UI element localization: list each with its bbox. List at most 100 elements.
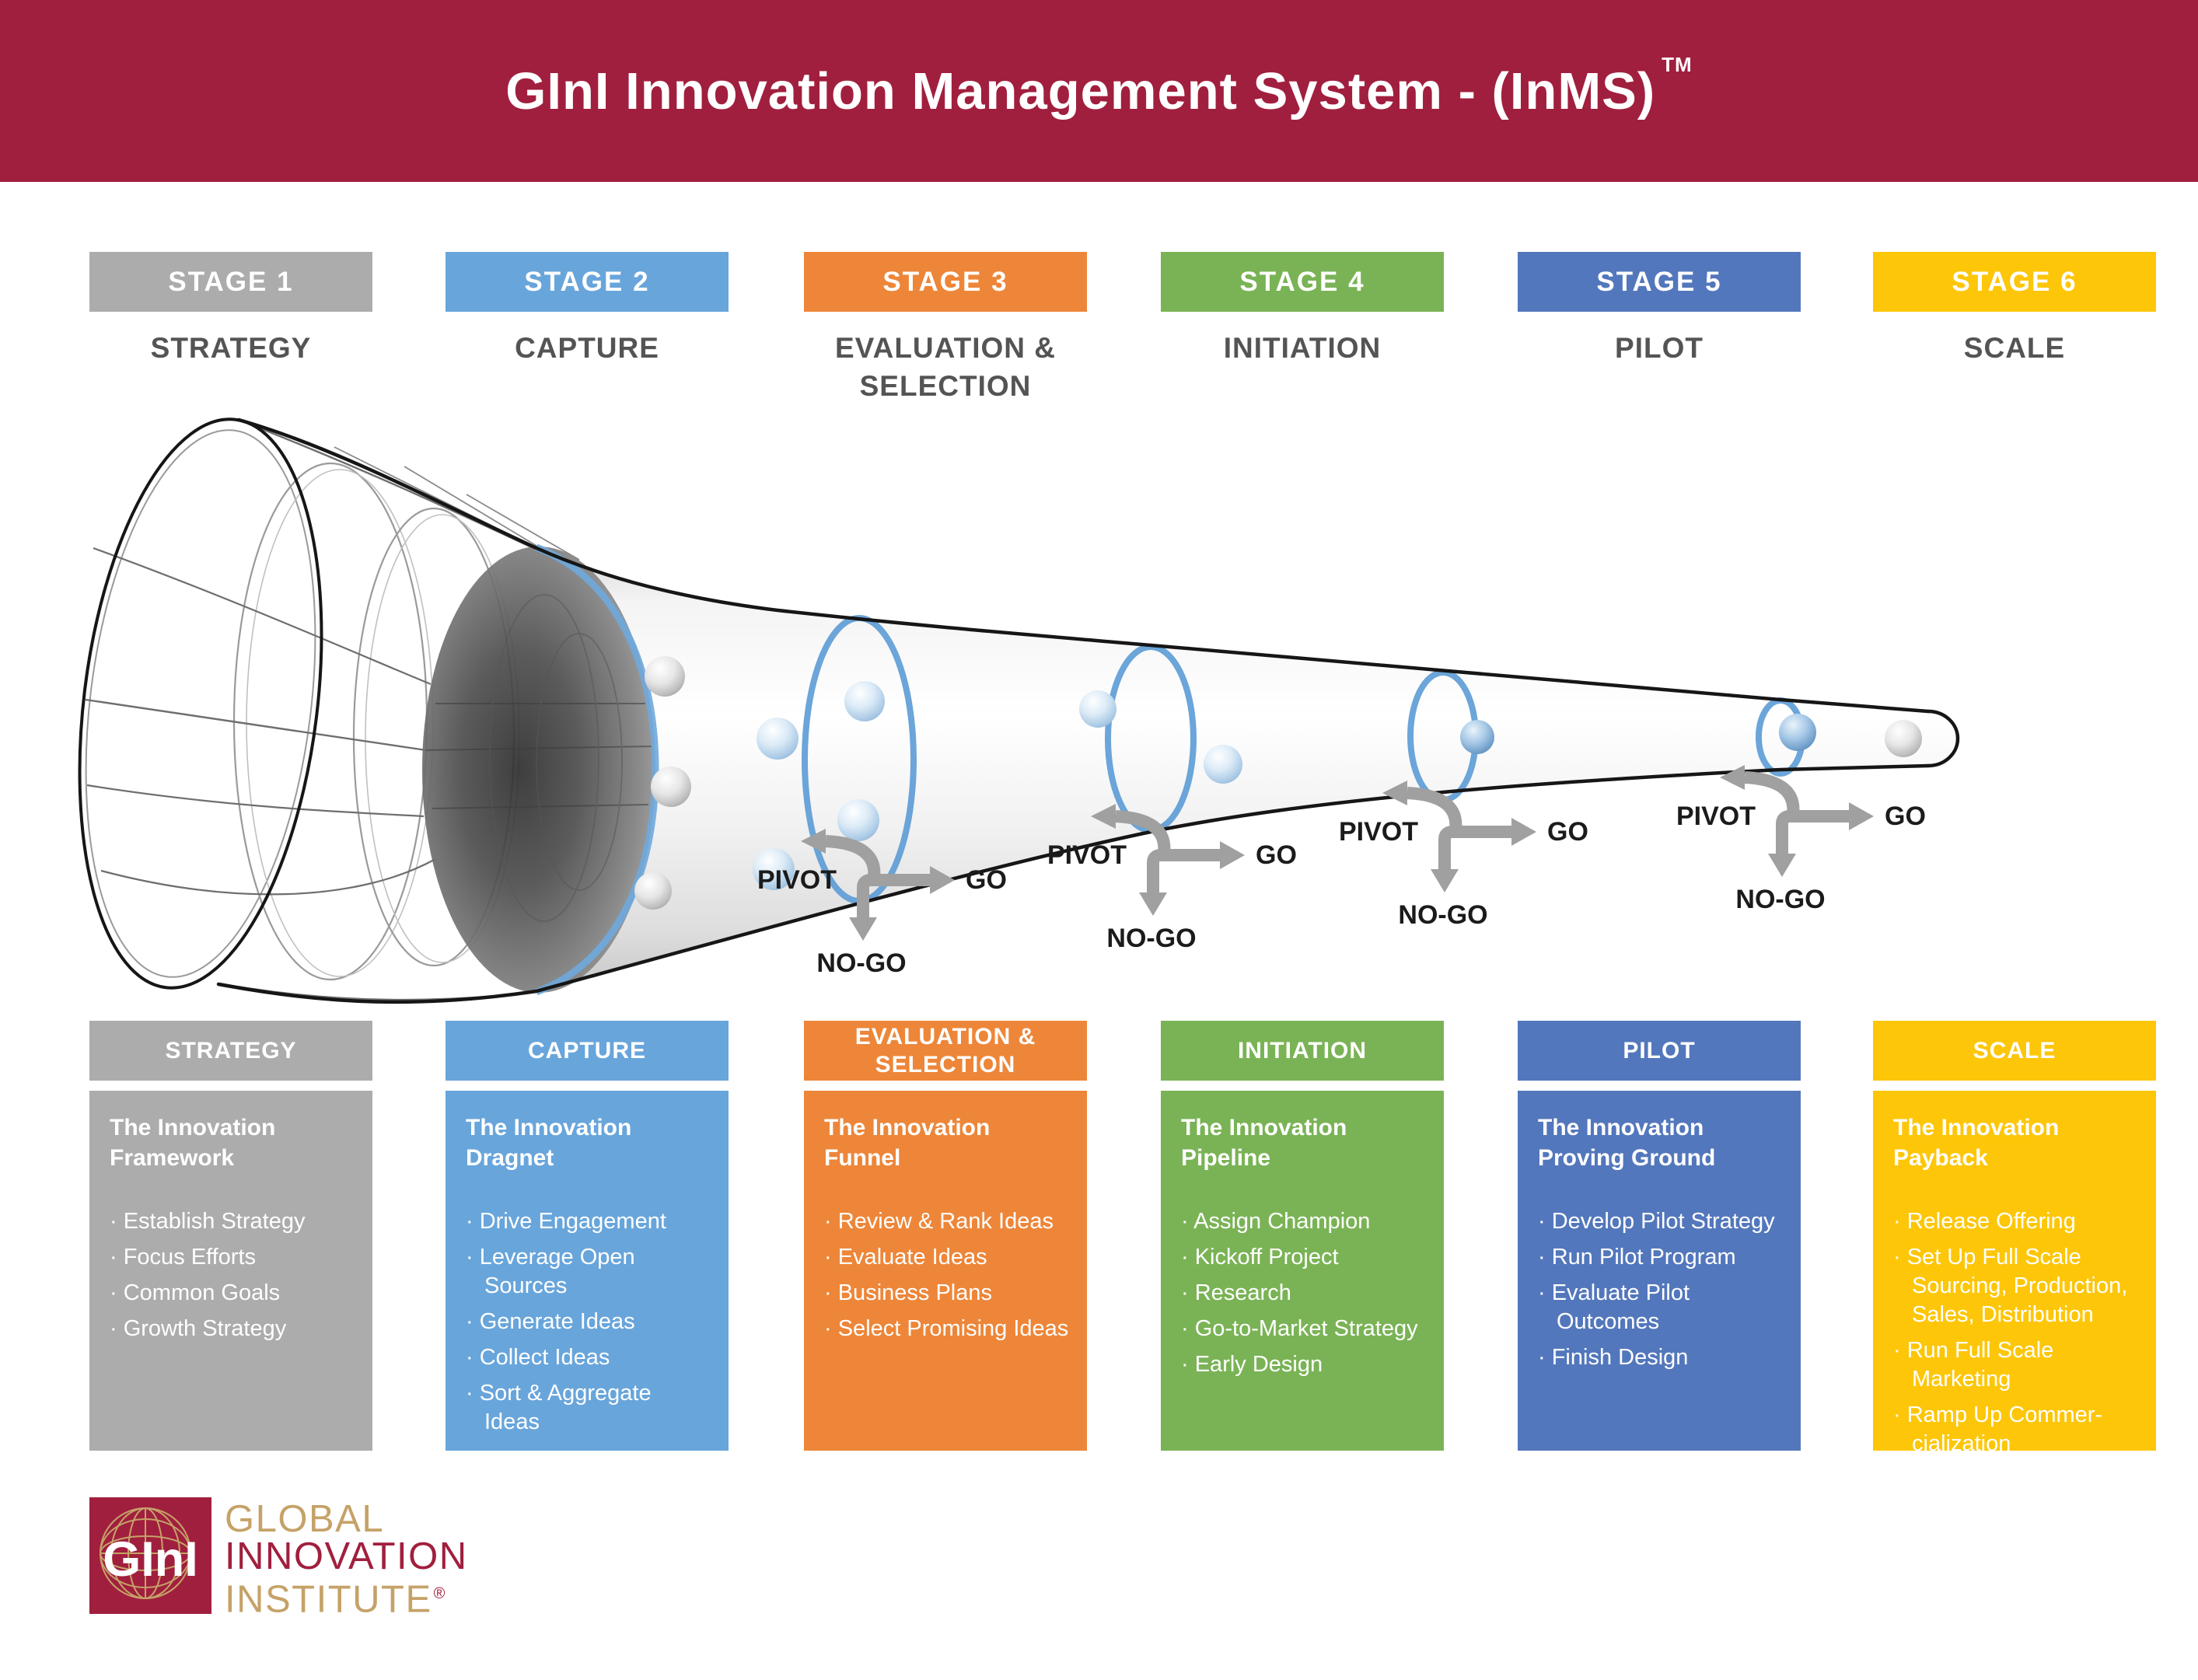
bullet-item: Sort & Aggregate Ideas (466, 1379, 711, 1437)
stage-2-badge: STAGE 2 (446, 252, 729, 312)
funnel-tube-body (536, 548, 1958, 991)
registered-mark: ® (433, 1585, 446, 1602)
opening-blue-rim (535, 543, 659, 996)
stage-5-badge: STAGE 5 (1518, 252, 1801, 312)
card-initiation-body: The Innovation Pipeline Assign Champion … (1161, 1091, 1444, 1451)
idea-sphere-blue (1460, 720, 1494, 754)
bullet-item: Set Up Full Scale Sourcing, Production, … (1893, 1243, 2139, 1329)
gate-arrowheads (1382, 781, 1536, 892)
go-arrowhead-icon (1849, 802, 1874, 830)
globe-icon (100, 1507, 191, 1599)
gate-arrowheads (1720, 765, 1874, 877)
logo-line-innovation: INNOVATION (225, 1535, 468, 1577)
page-title: GInI Innovation Management System - (InM… (505, 53, 1693, 120)
card-strategy-bullets: Establish Strategy Focus Efforts Common … (110, 1207, 355, 1343)
wireframe-through-opening (425, 594, 652, 922)
bullet-item: Review & Rank Ideas (824, 1207, 1070, 1236)
stage-3-name: EVALUATION & SELECTION (834, 332, 1056, 402)
gini-monogram: GInI (103, 1532, 198, 1587)
stage-4-column: STAGE 4 INITIATION (1161, 252, 1444, 367)
card-evaluation-header: EVALUATION & SELECTION (804, 1021, 1087, 1081)
card-pilot: PILOT The Innovation Proving Ground Deve… (1518, 1021, 1801, 1451)
bullet-item: Business Plans (824, 1279, 1070, 1308)
bullet-item: Drive Engagement (466, 1207, 711, 1236)
nogo-label: NO-GO (1398, 900, 1487, 930)
funnel-wireframe-bell (85, 418, 580, 1001)
funnel-dark-opening (422, 547, 655, 993)
card-capture: CAPTURE The Innovation Dragnet Drive Eng… (446, 1021, 729, 1451)
pivot-label: PIVOT (757, 865, 837, 895)
gate-arrows-icon (1744, 771, 1849, 854)
card-evaluation-title: The Innovation Funnel (824, 1115, 991, 1171)
stage-3-column: STAGE 3 EVALUATION & SELECTION (804, 252, 1087, 405)
pivot-arrowhead-icon (1720, 765, 1745, 790)
bullet-item: Select Promising Ideas (824, 1315, 1070, 1343)
gate-arrows-icon (1407, 787, 1511, 869)
gate-arrows-icon (1115, 810, 1220, 892)
pivot-arrowhead-icon (1091, 804, 1116, 829)
card-evaluation-bullets: Review & Rank Ideas Evaluate Ideas Busin… (824, 1207, 1070, 1343)
idea-sphere-blue (1779, 714, 1816, 751)
idea-sphere-gray (645, 656, 685, 697)
gate-ring-1 (802, 615, 917, 904)
card-scale-title: The Innovation Payback (1893, 1115, 2060, 1171)
idea-sphere-blue (757, 718, 798, 760)
go-label: GO (1885, 802, 1926, 831)
bullet-item: Collect Ideas (466, 1343, 711, 1372)
card-pilot-bullets: Develop Pilot Strategy Run Pilot Program… (1538, 1207, 1784, 1372)
bullet-item: Establish Strategy (110, 1207, 355, 1236)
card-capture-body: The Innovation Dragnet Drive Engagement … (446, 1091, 729, 1451)
card-pilot-title: The Innovation Proving Ground (1538, 1115, 1716, 1171)
go-label: GO (1547, 817, 1588, 847)
card-strategy-title: The Innovation Framework (110, 1115, 276, 1171)
card-scale-body: The Innovation Payback Release Offering … (1873, 1091, 2156, 1456)
stage-5-column: STAGE 5 PILOT (1518, 252, 1801, 367)
bullet-item: Develop Pilot Strategy (1538, 1207, 1784, 1236)
card-strategy: STRATEGY The Innovation Framework Establ… (89, 1021, 372, 1451)
bullet-item: Research (1181, 1279, 1427, 1308)
idea-sphere-blue (844, 681, 885, 721)
card-scale: SCALE The Innovation Payback Release Off… (1873, 1021, 2156, 1456)
bullet-item: Leverage Open Sources (466, 1243, 711, 1301)
nogo-arrowhead-icon (1431, 869, 1459, 892)
stage-6-badge: STAGE 6 (1873, 252, 2156, 312)
card-evaluation: EVALUATION & SELECTION The Innovation Fu… (804, 1021, 1087, 1451)
go-label: GO (1256, 840, 1297, 870)
card-evaluation-body: The Innovation Funnel Review & Rank Idea… (804, 1091, 1087, 1451)
go-arrowhead-icon (1220, 841, 1245, 869)
stage-6-name: SCALE (1963, 332, 2066, 364)
card-initiation-bullets: Assign Champion Kickoff Project Research… (1181, 1207, 1427, 1379)
bullet-item: Run Full Scale Marketing (1893, 1336, 2139, 1394)
card-capture-bullets: Drive Engagement Leverage Open Sources G… (466, 1207, 711, 1437)
stage-gate-rings (802, 615, 1805, 904)
stage-1-badge: STAGE 1 (89, 252, 372, 312)
idea-sphere-blue (837, 799, 879, 841)
bullet-item: Focus Efforts (110, 1243, 355, 1272)
bullet-item: Common Goals (110, 1279, 355, 1308)
bullet-item: Assign Champion (1181, 1207, 1427, 1236)
idea-sphere-gray (651, 767, 691, 807)
pivot-arrowhead-icon (1382, 781, 1407, 805)
card-initiation-header: INITIATION (1161, 1021, 1444, 1081)
card-capture-title: The Innovation Dragnet (466, 1115, 632, 1171)
pivot-label: PIVOT (1676, 802, 1756, 831)
card-scale-bullets: Release Offering Set Up Full Scale Sourc… (1893, 1207, 2139, 1458)
nogo-arrowhead-icon (1768, 854, 1796, 877)
stage-5-name: PILOT (1615, 332, 1704, 364)
idea-sphere-blue (1079, 690, 1116, 728)
bullet-item: Evaluate Ideas (824, 1243, 1070, 1272)
bullet-item: Ramp Up Commer­cialization (1893, 1401, 2139, 1458)
gate-4: PIVOT GO NO-GO (1676, 765, 1926, 914)
bullet-item: Growth Strategy (110, 1315, 355, 1343)
gini-logo-text: GLOBAL INNOVATION INSTITUTE® (225, 1497, 468, 1621)
bullet-item: Go-to-Market Strategy (1181, 1315, 1427, 1343)
logo-line-institute: INSTITUTE® (225, 1578, 446, 1621)
nogo-label: NO-GO (1735, 885, 1825, 914)
gini-logo: GInI GLOBAL INNOVATION INSTITUTE® (89, 1497, 468, 1621)
idea-sphere-blue (1204, 745, 1242, 784)
nogo-arrowhead-icon (1139, 892, 1167, 916)
go-arrowhead-icon (930, 866, 955, 894)
go-arrowhead-icon (1511, 818, 1536, 846)
gate-ring-2 (1105, 644, 1197, 833)
